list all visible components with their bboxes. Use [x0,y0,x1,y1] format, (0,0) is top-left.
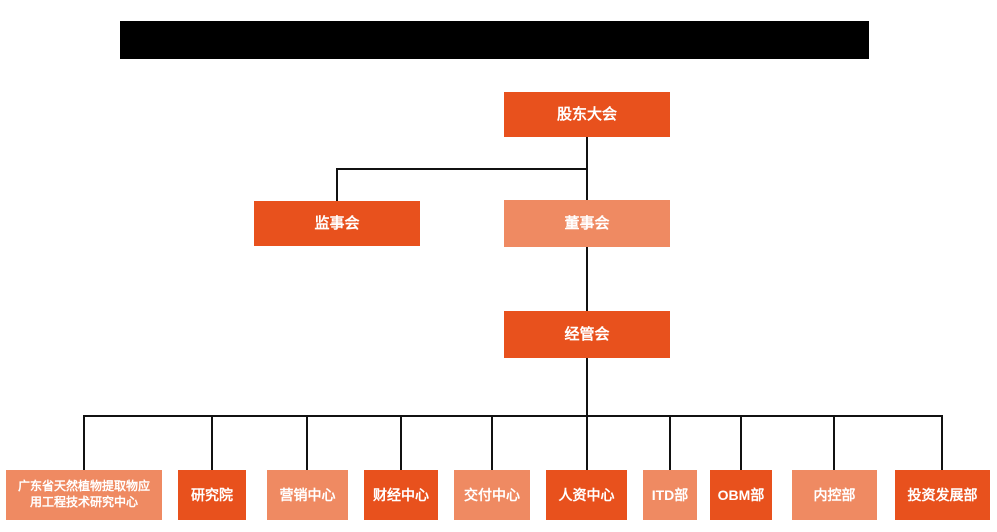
org-node-itd-dept: ITD部 [643,470,697,520]
connector-drop-investment-dev-dept [941,415,943,470]
org-node-gd-research-center: 广东省天然植物提取物应用工程技术研究中心 [6,470,162,520]
org-node-research-institute: 研究院 [178,470,246,520]
connector-drop-gd-research-center [83,415,85,470]
connector-drop-obm-dept [740,415,742,470]
org-node-management-committee: 经管会 [504,311,670,358]
connector-drop-delivery-center [491,415,493,470]
connector-drop-itd-dept [669,415,671,470]
org-node-shareholders-meeting: 股东大会 [504,92,670,137]
connector-management-to-bus [586,358,588,416]
org-node-board-of-directors: 董事会 [504,200,670,247]
org-node-investment-dev-dept: 投资发展部 [895,470,990,520]
connector-drop-hr-center [586,415,588,470]
connector-board-to-management [586,247,588,311]
org-node-internal-control-dept: 内控部 [792,470,877,520]
connector-drop-internal-control-dept [833,415,835,470]
connector-drop-research-institute [211,415,213,470]
connector-bottom-bus [83,415,943,417]
org-node-hr-center: 人资中心 [546,470,627,520]
org-node-supervisory-board: 监事会 [254,201,420,246]
redacted-title-bar [120,21,869,59]
connector-branch-horizontal [336,168,588,170]
org-node-delivery-center: 交付中心 [454,470,530,520]
org-node-finance-center: 财经中心 [364,470,438,520]
connector-to-supervisory [336,168,338,201]
connector-drop-marketing-center [306,415,308,470]
org-node-obm-dept: OBM部 [710,470,772,520]
org-node-marketing-center: 营销中心 [267,470,348,520]
connector-drop-finance-center [400,415,402,470]
